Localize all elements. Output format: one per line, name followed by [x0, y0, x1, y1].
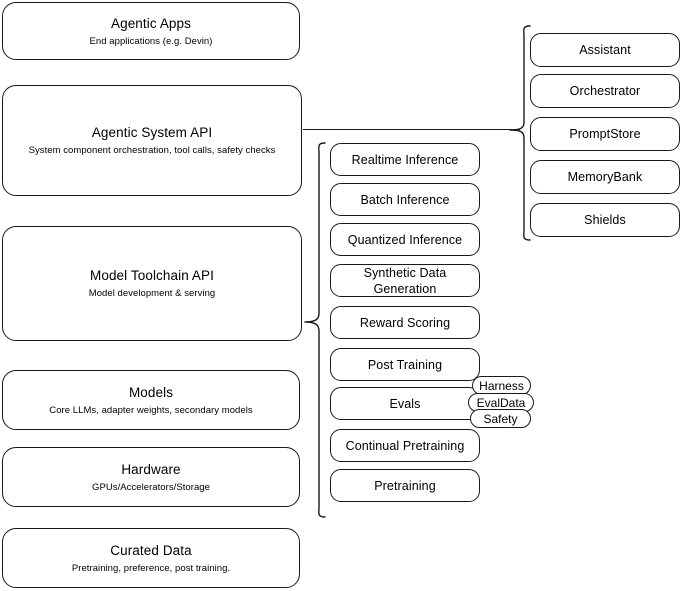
eval-subcomponent-safety[interactable]: Safety [470, 409, 531, 428]
component-continual-pretraining[interactable]: Continual Pretraining [330, 429, 480, 462]
layer-agentic-system-api[interactable]: Agentic System API System component orch… [2, 85, 302, 196]
system-component-memorybank[interactable]: MemoryBank [530, 160, 680, 194]
eval-subcomponent-evaldata[interactable]: EvalData [468, 393, 534, 412]
eval-subcomponent-label: Harness [479, 378, 524, 393]
layer-subtitle: System component orchestration, tool cal… [28, 145, 276, 156]
connector-system-api-to-components [303, 129, 520, 131]
layer-hardware[interactable]: Hardware GPUs/Accelerators/Storage [2, 447, 300, 507]
component-label: Reward Scoring [359, 315, 451, 330]
component-label: Post Training [367, 357, 443, 372]
component-pretraining[interactable]: Pretraining [330, 469, 480, 502]
layer-subtitle: Core LLMs, adapter weights, secondary mo… [49, 404, 253, 416]
system-component-label: MemoryBank [567, 170, 643, 184]
component-label: Batch Inference [360, 192, 450, 207]
component-label: Realtime Inference [351, 152, 459, 167]
layer-subtitle: Model development & serving [88, 288, 216, 299]
component-post-training[interactable]: Post Training [330, 348, 480, 381]
brace-toolchain [303, 141, 327, 519]
layer-subtitle: End applications (e.g. Devin) [89, 35, 213, 47]
component-batch-inference[interactable]: Batch Inference [330, 183, 480, 216]
component-realtime-inference[interactable]: Realtime Inference [330, 143, 480, 176]
layer-models[interactable]: Models Core LLMs, adapter weights, secon… [2, 370, 300, 430]
component-label: Continual Pretraining [345, 438, 465, 453]
system-component-assistant[interactable]: Assistant [530, 33, 680, 67]
layer-title: Hardware [121, 461, 181, 477]
layer-title: Model Toolchain API [90, 268, 214, 283]
layer-model-toolchain-api[interactable]: Model Toolchain API Model development & … [2, 226, 302, 341]
component-quantized-inference[interactable]: Quantized Inference [330, 223, 480, 256]
component-reward-scoring[interactable]: Reward Scoring [330, 306, 480, 339]
component-synthetic-data-generation[interactable]: Synthetic Data Generation [330, 264, 480, 297]
system-component-label: PromptStore [569, 127, 641, 141]
system-component-label: Assistant [579, 43, 631, 57]
eval-subcomponent-label: Safety [483, 411, 518, 426]
layer-agentic-apps[interactable]: Agentic Apps End applications (e.g. Devi… [2, 2, 300, 60]
system-component-label: Shields [584, 213, 626, 227]
system-component-promptstore[interactable]: PromptStore [530, 117, 680, 151]
layer-title: Agentic Apps [110, 15, 191, 31]
system-component-label: Orchestrator [569, 84, 641, 98]
component-label: Pretraining [374, 478, 436, 493]
component-label: Evals [389, 396, 421, 411]
layer-title: Models [128, 384, 174, 400]
system-component-shields[interactable]: Shields [530, 203, 680, 237]
layer-subtitle: Pretraining, preference, post training. [71, 562, 231, 574]
component-evals[interactable]: Evals [330, 387, 480, 420]
layer-subtitle: GPUs/Accelerators/Storage [92, 481, 210, 493]
layer-title: Agentic System API [91, 125, 213, 140]
component-label: Synthetic Data Generation [363, 265, 447, 296]
component-label: Quantized Inference [347, 232, 463, 247]
layer-curated-data[interactable]: Curated Data Pretraining, preference, po… [2, 528, 300, 588]
eval-subcomponent-label: EvalData [476, 395, 526, 410]
layer-title: Curated Data [110, 542, 192, 558]
system-component-orchestrator[interactable]: Orchestrator [530, 74, 680, 108]
brace-system-components [508, 24, 532, 242]
